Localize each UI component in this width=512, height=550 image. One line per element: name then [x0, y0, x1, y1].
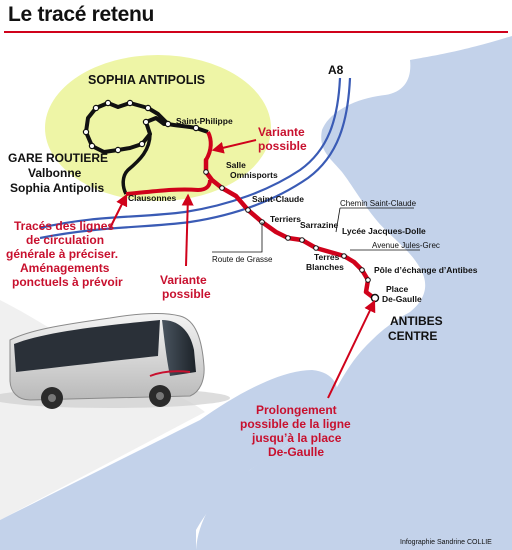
gare-routiere-line1: GARE ROUTIERE [8, 151, 108, 165]
street-avenue-jules-grec: Avenue Jules-Grec [372, 241, 440, 250]
variant-route-saint-philippe [204, 131, 213, 162]
header: Le tracé retenu [0, 0, 512, 34]
stop-lycee: Lycée Jacques-Dolle [342, 226, 426, 236]
stop-clausonnes: Clausonnes [128, 193, 176, 203]
stop-de-gaulle-line1: Place [386, 284, 408, 294]
main-route-stops [203, 169, 371, 283]
stop-terres-blanches-line2: Blanches [306, 262, 344, 272]
a8-label: A8 [328, 63, 344, 77]
callout-traces-line5: ponctuels à prévoir [12, 275, 123, 289]
gare-routiere-line3: Sophia Antipolis [10, 181, 105, 195]
callout-prolongement-line4: De-Gaulle [268, 445, 324, 459]
callout-arrows [109, 139, 376, 399]
stop-saint-philippe: Saint-Philippe [176, 116, 233, 126]
street-leaders [212, 207, 420, 253]
stop-sarrazine: Sarrazine [300, 220, 339, 230]
sophia-antipolis-label: SOPHIA ANTIPOLIS [88, 73, 205, 87]
stop-terriers: Terriers [270, 214, 301, 224]
callout-traces-line2: de circulation [26, 233, 104, 247]
credit: Infographie Sandrine COLLIE [400, 539, 492, 546]
sea [196, 36, 512, 550]
callout-variante-bottom-line2: possible [162, 287, 211, 301]
callout-variante-top-line2: possible [258, 139, 307, 153]
stop-salle-line2: Omnisports [230, 170, 278, 180]
sea-gulf [0, 370, 338, 550]
callout-variante-top-line1: Variante [258, 125, 305, 139]
header-rule [4, 31, 508, 33]
antibes-centre-label-line2: CENTRE [388, 329, 437, 343]
page-title: Le tracé retenu [8, 3, 155, 26]
callout-prolongement-line3: jusqu’à la place [251, 431, 342, 445]
callout-variante-bottom-line1: Variante [160, 273, 207, 287]
stop-salle-line1: Salle [226, 160, 246, 170]
callout-traces-line1: Tracés des lignes [14, 219, 114, 233]
callout-traces-line3: générale à préciser. [6, 247, 118, 261]
sophia-antipolis-zone [45, 55, 271, 201]
callout-prolongement-line2: possible de la ligne [240, 417, 351, 431]
callout-prolongement-line1: Prolongement [256, 403, 337, 417]
bus-illustration [0, 313, 230, 409]
sophia-loop-route [82, 99, 209, 195]
street-chemin-saint-claude: Chemin Saint-Claude [340, 199, 417, 208]
stop-terres-blanches-line1: Terres [314, 252, 340, 262]
terminus-marker [370, 293, 380, 303]
stop-de-gaulle-line2: De-Gaulle [382, 294, 422, 304]
variant-route-clausonnes [125, 179, 212, 196]
antibes-centre-label-line1: ANTIBES [390, 314, 443, 328]
stop-saint-claude: Saint-Claude [252, 194, 304, 204]
street-route-de-grasse: Route de Grasse [212, 255, 273, 264]
callout-traces-line4: Aménagements [20, 261, 110, 275]
gare-routiere-line2: Valbonne [28, 166, 82, 180]
stop-pole: Pôle d’échange d’Antibes [374, 265, 478, 275]
